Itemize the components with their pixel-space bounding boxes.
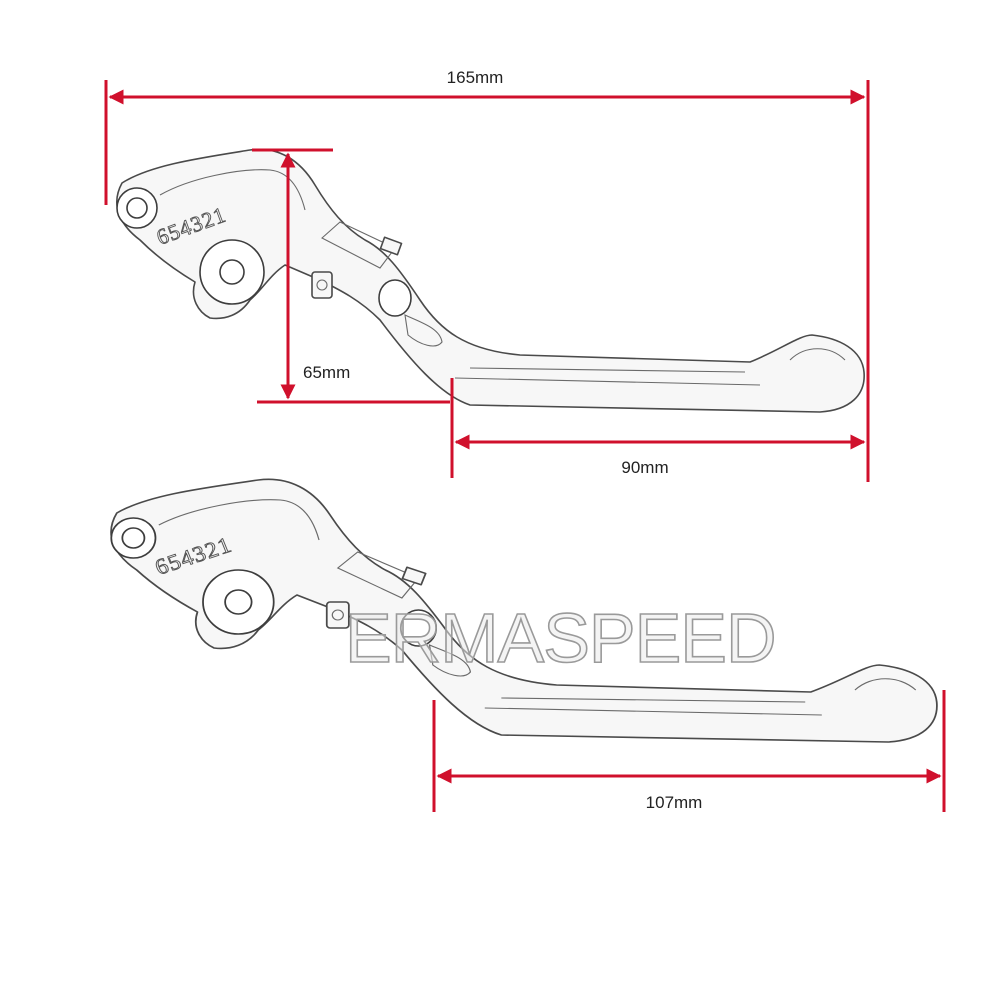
- overall-length-label: 165mm: [447, 68, 504, 87]
- long-blade-length-label: 107mm: [646, 793, 703, 812]
- brand-watermark: ERMASPEED: [345, 599, 776, 677]
- dimensions-short-lever: 165mm 65mm 90mm: [104, 68, 870, 482]
- short-lever-body: [116, 148, 865, 413]
- short-lever: 654321: [116, 148, 865, 413]
- dimensions-long-lever: 107mm: [432, 690, 946, 812]
- blade-length-label: 90mm: [621, 458, 668, 477]
- height-label: 65mm: [303, 363, 350, 382]
- long-lever: 654321: [110, 478, 938, 743]
